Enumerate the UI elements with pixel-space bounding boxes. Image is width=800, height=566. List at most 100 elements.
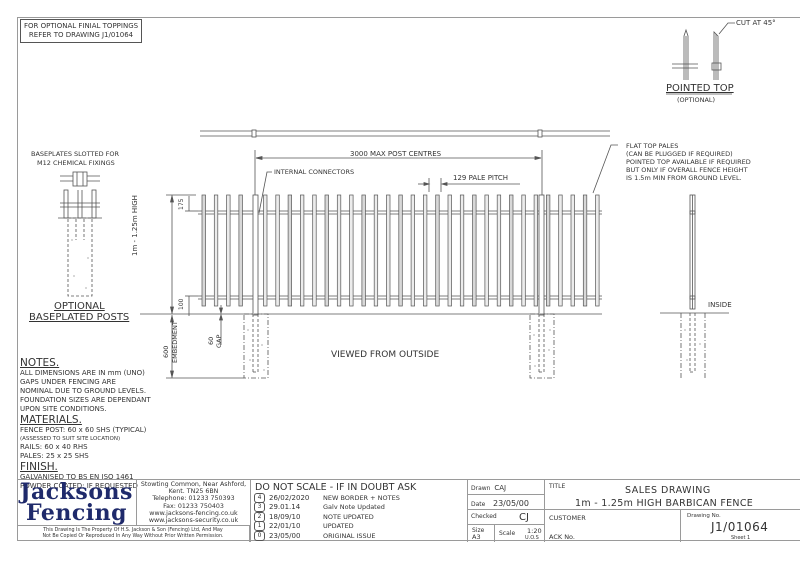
baseplate-note-line1: BASEPLATES SLOTTED FOR (31, 150, 120, 158)
divider (467, 480, 468, 542)
note-line: ALL DIMENSIONS ARE IN mm (UNO) (20, 369, 145, 377)
revision-row: 1 22/01/10 UPDATED (254, 521, 466, 532)
address-line: Fax: 01233 750403 (163, 502, 224, 510)
jacksons-logo: Jacksons Fencing (17, 480, 136, 524)
drawing-no-cell: Drawing No. J1/01064 Sheet 1 (680, 510, 800, 542)
revision-date: 29.01.14 (269, 503, 301, 512)
customer-label: CUSTOMER (549, 514, 586, 522)
gap-label: GAP (215, 334, 223, 348)
gap-value-label: 60 (207, 336, 215, 345)
sheet-number: Sheet 1 (731, 535, 751, 541)
scale-uos: U.O.S (525, 535, 539, 541)
finish-heading: FINISH. (20, 461, 58, 473)
do-not-scale: DO NOT SCALE - IF IN DOUBT ASK (255, 482, 417, 493)
note-line: NOMINAL DUE TO GROUND LEVELS. (20, 387, 147, 395)
revision-hexagon-icon: 1 (254, 521, 265, 532)
pointed-top-subtitle: (OPTIONAL) (677, 96, 716, 104)
notes-heading: NOTES. (20, 357, 60, 369)
ack-label: ACK No. (549, 533, 575, 541)
revision-description: UPDATED (323, 522, 354, 531)
address-link[interactable]: www.jacksons-fencing.co.uk (149, 509, 238, 517)
height-dimension-label: 1m - 1.25m HIGH (131, 195, 139, 256)
drawing-number: J1/01064 (711, 520, 769, 534)
date-row: Date 23/05/00 (467, 495, 545, 510)
cut-at-45-label: CUT AT 45° (736, 19, 776, 27)
revision-row: 3 29.01.14 Galv Note Updated (254, 502, 466, 513)
date-value: 23/05/00 (492, 499, 529, 508)
material-assessed: (ASSESSED TO SUIT SITE LOCATION) (20, 436, 121, 442)
title-line1: SALES DRAWING (625, 485, 711, 496)
revision-list: 4 26/02/2020 NEW BORDER + NOTES 3 29.01.14 Ga… (254, 492, 466, 541)
revision-hexagon-icon: 3 (254, 502, 265, 513)
scale-value: 1:20 (527, 527, 542, 535)
flat-top-note-l2: (CAN BE PLUGGED IF REQUIRED) (626, 150, 733, 158)
logo-line1: Jacksons (20, 479, 133, 505)
logo-cell: Jacksons Fencing (17, 480, 137, 525)
post-centres-label: 3000 MAX POST CENTRES (350, 150, 442, 158)
address-link[interactable]: www.jacksons-security.co.uk (148, 517, 239, 525)
pointed-top-title: POINTED TOP (666, 83, 734, 94)
address-line: Telephone: 01233 750393 (152, 495, 235, 503)
finial-note-line1: FOR OPTIONAL FINIAL TOPPINGS (24, 22, 139, 30)
size-cell: Size A3 (467, 525, 495, 542)
revision-description: ORIGINAL ISSUE (323, 531, 376, 540)
note-line: GAPS UNDER FENCING ARE (20, 378, 116, 386)
title-cell: TITLE SALES DRAWING 1m - 1.25m HIGH BARB… (545, 480, 800, 510)
revision-date: 26/02/2020 (269, 493, 310, 502)
bottom-dimension-label: 100 (178, 298, 185, 310)
materials-heading: MATERIALS. (20, 414, 82, 426)
revision-row: 0 23/05/00 ORIGINAL ISSUE (254, 530, 466, 541)
flat-top-note-l3: POINTED TOP AVAILABLE IF REQUIRED (626, 158, 751, 166)
divider (250, 480, 251, 542)
finish-line: GALVANISED TO BS EN ISO 1461 (20, 473, 134, 481)
property-notice-line2: Not Be Copied Or Reproduced In Any Way W… (42, 534, 224, 539)
material-rails: RAILS: 60 x 40 RHS (20, 443, 88, 451)
property-notice: This Drawing Is The Property Of H.S. Jac… (17, 525, 250, 542)
material-pales: PALES: 25 x 25 SHS (20, 452, 89, 460)
drawn-label: Drawn (471, 485, 491, 492)
internal-connectors-label: INTERNAL CONNECTORS (274, 168, 355, 176)
size-value: A3 (472, 533, 481, 541)
title-block: Jacksons Fencing Stowting Common, Near A… (17, 479, 800, 542)
drawing-sheet-border (17, 17, 800, 541)
pale-pitch-label: 129 PALE PITCH (453, 174, 508, 182)
baseplate-title-line2: BASEPLATED POSTS (29, 312, 130, 323)
material-post: FENCE POST: 60 x 60 SHS (TYPICAL) (20, 426, 147, 434)
date-label: Date (471, 501, 486, 508)
revision-hexagon-icon: 2 (254, 511, 265, 522)
top-dimension-label: 175 (178, 198, 185, 210)
drawn-row: Drawn CAJ (467, 480, 545, 495)
address-cell: Stowting Common, Near Ashford, Kent. TN2… (137, 480, 250, 525)
flat-top-note-l4: BUT ONLY IF OVERALL FENCE HEIGHT (626, 166, 748, 174)
flat-top-note-l1: FLAT TOP PALES (626, 142, 679, 150)
logo-line2: Fencing (25, 500, 128, 526)
flat-top-note-l5: IS 1.5m MIN FROM GROUND LEVEL. (626, 174, 742, 182)
finial-note-box: FOR OPTIONAL FINIAL TOPPINGS REFER TO DR… (20, 19, 143, 43)
revision-description: NOTE UPDATED (323, 512, 374, 521)
baseplate-title-line1: OPTIONAL (54, 301, 105, 312)
drawn-value: CAJ (494, 484, 507, 492)
revision-date: 22/01/10 (269, 522, 301, 531)
revision-description: Galv Note Updated (323, 503, 385, 512)
checked-label: Checked (471, 513, 497, 520)
revision-description: NEW BORDER + NOTES (323, 493, 400, 502)
baseplate-note-line2: M12 CHEMICAL FIXINGS (37, 159, 115, 167)
revision-hexagon-icon: 4 (254, 492, 265, 503)
revision-row: 4 26/02/2020 NEW BORDER + NOTES (254, 492, 466, 503)
address-line: Stowting Common, Near Ashford, (140, 481, 247, 488)
viewed-from-outside-label: VIEWED FROM OUTSIDE (331, 350, 440, 360)
checked-row: Checked CJ (467, 510, 545, 525)
revision-row: 2 18/09/10 NOTE UPDATED (254, 511, 466, 522)
checked-value: CJ (519, 512, 529, 523)
revision-date: 18/09/10 (269, 512, 301, 521)
title-label: TITLE (549, 483, 566, 490)
note-line: UPON SITE CONDITIONS. (20, 405, 107, 413)
revision-date: 23/05/00 (269, 531, 301, 540)
drawing-no-label: Drawing No. (687, 513, 721, 519)
scale-label: Scale (499, 530, 516, 537)
address-line: Kent. TN25 6BN (168, 488, 219, 496)
notes-section: NOTES. ALL DIMENSIONS ARE IN mm (UNO) GA… (20, 357, 195, 491)
note-line: FOUNDATION SIZES ARE DEPENDANT (20, 396, 151, 404)
revision-hexagon-icon: 0 (254, 530, 265, 541)
